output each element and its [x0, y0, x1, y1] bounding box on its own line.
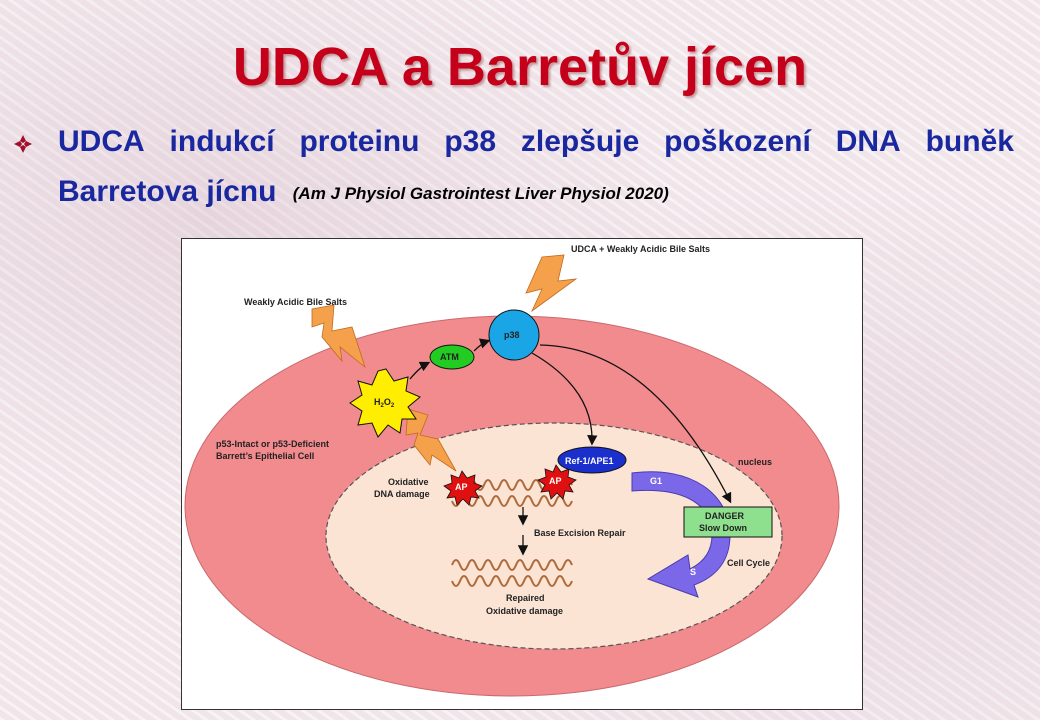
arrow-h2o2-atm [409, 361, 431, 380]
bullet-text: Barretova jícnu [58, 175, 277, 208]
bullet-word: poškození [664, 125, 811, 158]
arrow-p38-danger [539, 344, 732, 504]
lightning-bolt-icon [311, 304, 366, 369]
pathway-figure: UDCA + Weakly Acidic Bile Salts Weakly A… [181, 238, 863, 710]
oxidative-label-line1: Oxidative [388, 477, 429, 487]
atm-label: ATM [440, 352, 459, 362]
slide-title: UDCA a Barretův jícen [232, 37, 808, 97]
ap-site-icon [443, 470, 483, 506]
bullet-word: buněk [925, 125, 1014, 158]
bullet-word: proteinu [299, 125, 420, 158]
udca-bile-salts-label: UDCA + Weakly Acidic Bile Salts [571, 244, 710, 254]
citation: (Am J Physiol Gastrointest Liver Physiol… [292, 184, 669, 203]
bullet-word: p38 [444, 125, 497, 158]
cell-type-label-line1: p53-Intact or p53-Deficient [216, 439, 329, 449]
p38-label: p38 [504, 330, 520, 340]
weak-bile-salts-label: Weakly Acidic Bile Salts [244, 297, 347, 307]
p38-node [488, 309, 540, 361]
ap-label: AP [549, 476, 562, 486]
ref1-ape1-label: Ref-1/APE1 [565, 456, 614, 466]
ap-label: AP [455, 482, 468, 492]
bullet-line-1: UDCA indukcí proteinu p38 zlepšuje poško… [58, 125, 1014, 159]
pathway-diagram: UDCA + Weakly Acidic Bile Salts Weakly A… [184, 244, 840, 697]
danger-box [683, 506, 773, 538]
arrow-p38-ref1 [531, 352, 598, 446]
ap-site-icon [537, 464, 577, 500]
bullet-word: indukcí [169, 125, 275, 158]
repaired-label-line2: Oxidative damage [486, 606, 563, 616]
cell-cycle-label: Cell Cycle [727, 558, 770, 568]
bullet-word: UDCA [58, 125, 145, 158]
lightning-bolt-icon [525, 254, 578, 313]
s-phase-label: S [690, 567, 696, 577]
danger-label-line1: DANGER [705, 511, 745, 521]
oxidative-label-line2: DNA damage [374, 489, 430, 499]
bullet-word: zlepšuje [520, 125, 640, 158]
danger-label-line2: Slow Down [699, 523, 747, 533]
atm-node [429, 344, 475, 370]
ref1-ape1-node [557, 446, 627, 474]
h2o2-label: H2O2 [374, 397, 395, 409]
diamond-bullet-icon [14, 135, 32, 153]
h2o2-starburst-icon [349, 368, 421, 438]
ber-label: Base Excision Repair [534, 528, 626, 538]
bullet-line-2: Barretova jícnu (Am J Physiol Gastrointe… [58, 175, 669, 209]
repaired-label-line1: Repaired [506, 593, 545, 603]
cell-type-label-line2: Barrett’s Epithelial Cell [216, 451, 314, 461]
bullet-word: DNA [835, 125, 901, 158]
g1-label: G1 [650, 476, 662, 486]
arrow-atm-p38 [473, 338, 491, 352]
nucleus-label: nucleus [738, 457, 772, 467]
dna-repaired-helix [451, 559, 573, 587]
lightning-bolt-icon [405, 408, 457, 472]
